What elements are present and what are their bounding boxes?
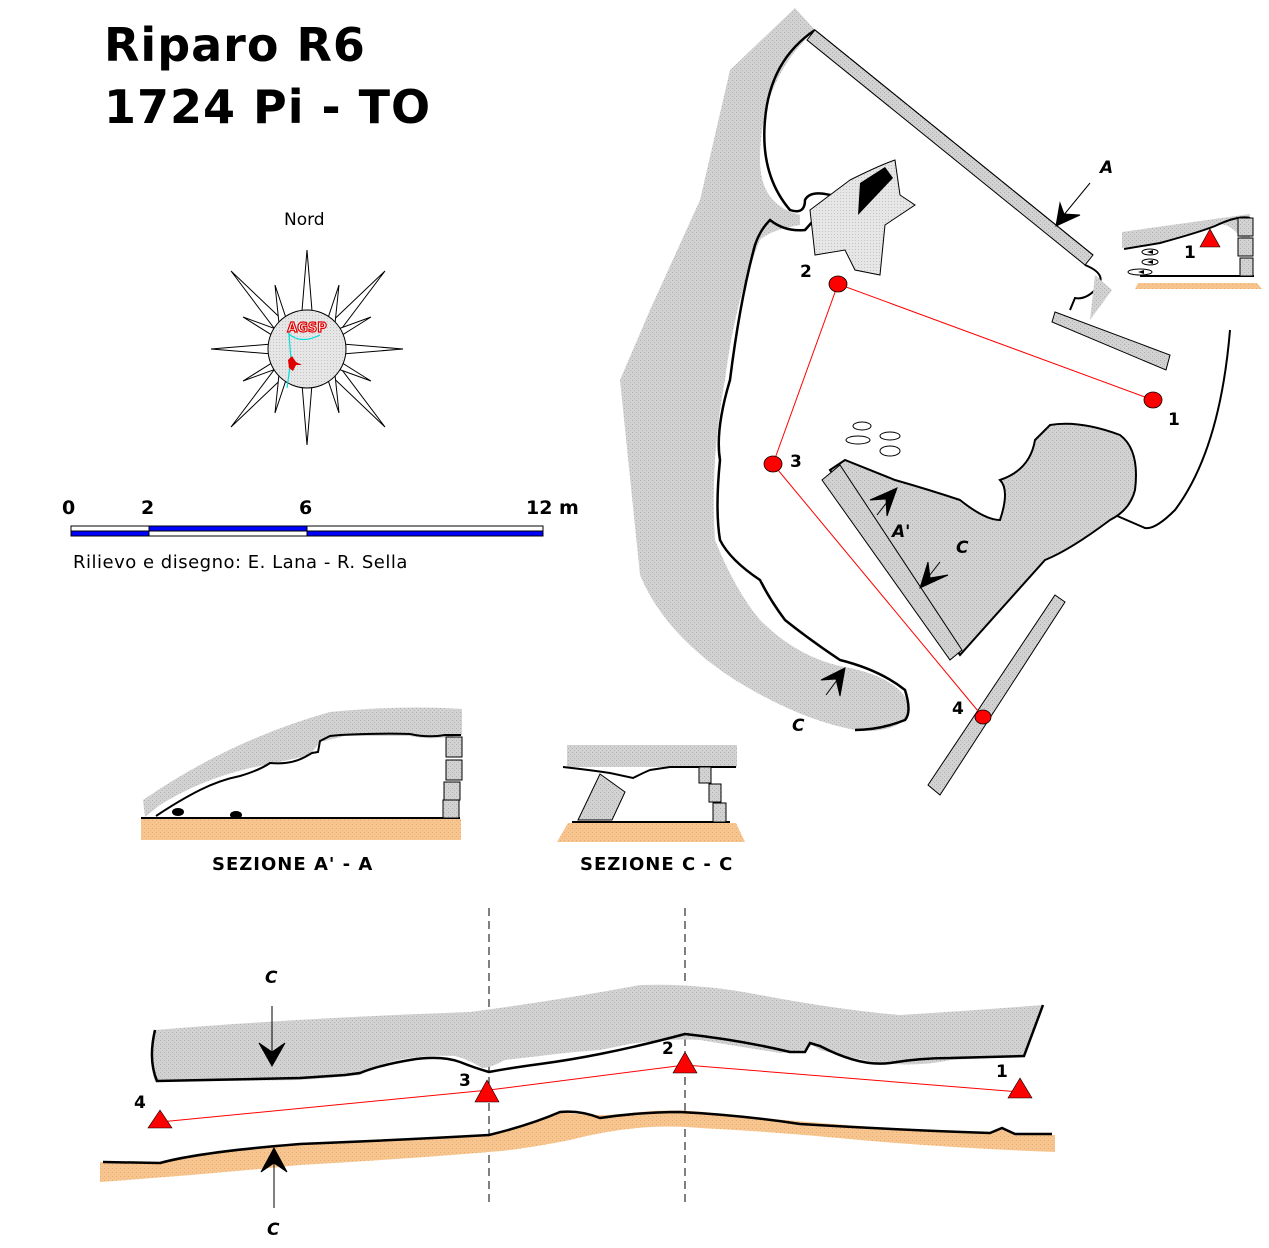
station-label-2: 2 xyxy=(800,262,812,282)
cave-plan xyxy=(620,8,1262,796)
profile-station-1 xyxy=(1007,1077,1033,1099)
profile-label-2: 2 xyxy=(662,1039,674,1059)
station-label-4: 4 xyxy=(952,699,964,719)
stations xyxy=(763,275,1163,725)
section-c-c xyxy=(557,745,745,842)
boulders xyxy=(845,421,901,457)
section-arrow-c-east xyxy=(919,561,949,589)
section-arrow-c-west xyxy=(820,667,846,697)
profile-station-3 xyxy=(474,1079,500,1103)
profile-station-4 xyxy=(147,1109,173,1129)
station-label-3: 3 xyxy=(790,452,802,472)
scale-bar xyxy=(70,525,544,537)
survey-polyline xyxy=(772,283,1154,718)
scale-tick-6: 6 xyxy=(299,497,313,519)
collapse-area xyxy=(809,159,916,276)
profile-label-c-bottom: C xyxy=(267,1220,280,1240)
cave-id: 1724 Pi - TO xyxy=(104,80,432,134)
station-label-1: 1 xyxy=(1168,410,1180,430)
station-1 xyxy=(1143,391,1163,409)
compass-rose-icon xyxy=(210,249,404,446)
station-3 xyxy=(763,455,783,473)
station-2 xyxy=(828,275,848,293)
section-title-a-prime-a: SEZIONE A' - A xyxy=(212,854,374,875)
profile-arrow-c-top xyxy=(258,1006,286,1068)
logo-text: AGSP xyxy=(287,321,327,336)
station-4 xyxy=(974,709,992,725)
inset-station-label: 1 xyxy=(1184,243,1196,263)
profile-label-c-top: C xyxy=(265,968,278,988)
block-wall-southeast xyxy=(821,464,963,661)
scale-tick-0: 0 xyxy=(62,497,76,519)
section-label-a-prime: A' xyxy=(892,522,911,542)
section-label-c-east: C xyxy=(956,538,969,558)
southeast-rock xyxy=(828,422,1137,657)
scale-tick-12: 12 m xyxy=(526,497,579,519)
block-wall-south xyxy=(927,594,1066,796)
profile-label-1: 1 xyxy=(996,1062,1008,1082)
section-arrow-a xyxy=(1055,182,1091,227)
section-a-prime-a xyxy=(141,707,463,840)
section-label-c-west: C xyxy=(792,716,805,736)
inset-section xyxy=(1122,214,1262,289)
agsp-logo: AGSP xyxy=(286,320,327,389)
map-title: Riparo R6 xyxy=(104,18,366,72)
west-wall-rock xyxy=(620,8,910,731)
credits: Rilievo e disegno: E. Lana - R. Sella xyxy=(73,552,408,573)
profile-label-3: 3 xyxy=(459,1071,471,1091)
block-wall-east xyxy=(1051,311,1171,371)
profile-survey-line xyxy=(159,1064,1021,1123)
section-title-c-c: SEZIONE C - C xyxy=(580,854,734,875)
scale-tick-2: 2 xyxy=(141,497,155,519)
section-label-a: A xyxy=(1100,158,1114,178)
profile-label-4: 4 xyxy=(134,1093,146,1113)
section-arrow-a-prime xyxy=(869,487,898,517)
profile-view xyxy=(100,908,1055,1208)
profile-station-2 xyxy=(672,1051,698,1074)
north-label: Nord xyxy=(284,210,325,230)
profile-stations xyxy=(147,1051,1033,1129)
profile-arrow-c-bottom xyxy=(260,1146,288,1208)
